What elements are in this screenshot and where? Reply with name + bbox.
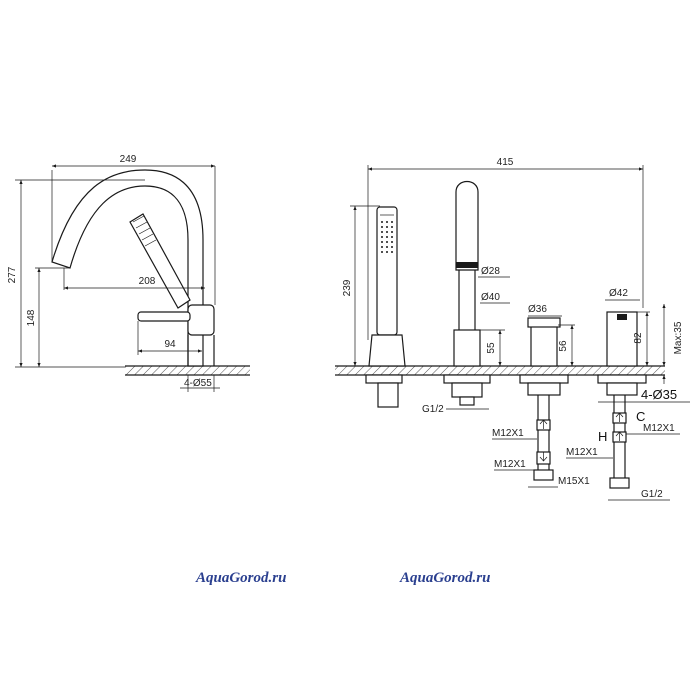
dim-277: 277 — [7, 266, 18, 283]
spout — [51, 169, 204, 367]
label-c: C — [636, 409, 645, 424]
dim-m12-d: M12X1 — [566, 447, 598, 458]
dim-249: 249 — [120, 154, 137, 165]
hand-shower-holder — [365, 206, 406, 408]
dim-d40: Ø40 — [481, 292, 500, 303]
mixer-body — [187, 304, 215, 336]
dim-4-d35: 4-Ø35 — [641, 387, 677, 402]
deck-right — [335, 366, 665, 375]
deck-left — [125, 366, 250, 375]
dim-m15: M15X1 — [558, 476, 590, 487]
lever — [137, 311, 191, 322]
dim-d28: Ø28 — [481, 266, 500, 277]
dim-g12-right: G1/2 — [641, 489, 663, 500]
spout-front — [443, 180, 491, 406]
dim-m12-a: M12X1 — [492, 428, 524, 439]
label-h: H — [598, 429, 607, 444]
right-view: 415 239 — [335, 157, 690, 501]
dim-94: 94 — [164, 339, 176, 350]
dim-m12-c: M12X1 — [643, 423, 675, 434]
dim-82: 82 — [633, 332, 644, 344]
dim-4-d55: 4-Ø55 — [184, 378, 212, 389]
dim-55: 55 — [486, 342, 497, 354]
watermark-left: AquaGorod.ru — [196, 570, 287, 586]
hand-shower-side — [129, 213, 191, 309]
mixer-d42 — [597, 311, 647, 489]
dim-239: 239 — [342, 279, 353, 296]
dim-208: 208 — [139, 276, 156, 287]
dim-56: 56 — [558, 340, 569, 352]
dim-g12-left: G1/2 — [422, 404, 444, 415]
left-view: 249 277 148 208 94 4-Ø55 — [7, 154, 250, 392]
mixer-d36 — [519, 317, 569, 481]
watermark-right: AquaGorod.ru — [400, 570, 491, 586]
dim-max35: Max:35 — [673, 321, 684, 354]
dim-148: 148 — [26, 309, 37, 326]
dim-415: 415 — [497, 157, 514, 168]
dim-d36: Ø36 — [528, 304, 547, 315]
dim-d42: Ø42 — [609, 288, 628, 299]
dim-m12-b: M12X1 — [494, 459, 526, 470]
